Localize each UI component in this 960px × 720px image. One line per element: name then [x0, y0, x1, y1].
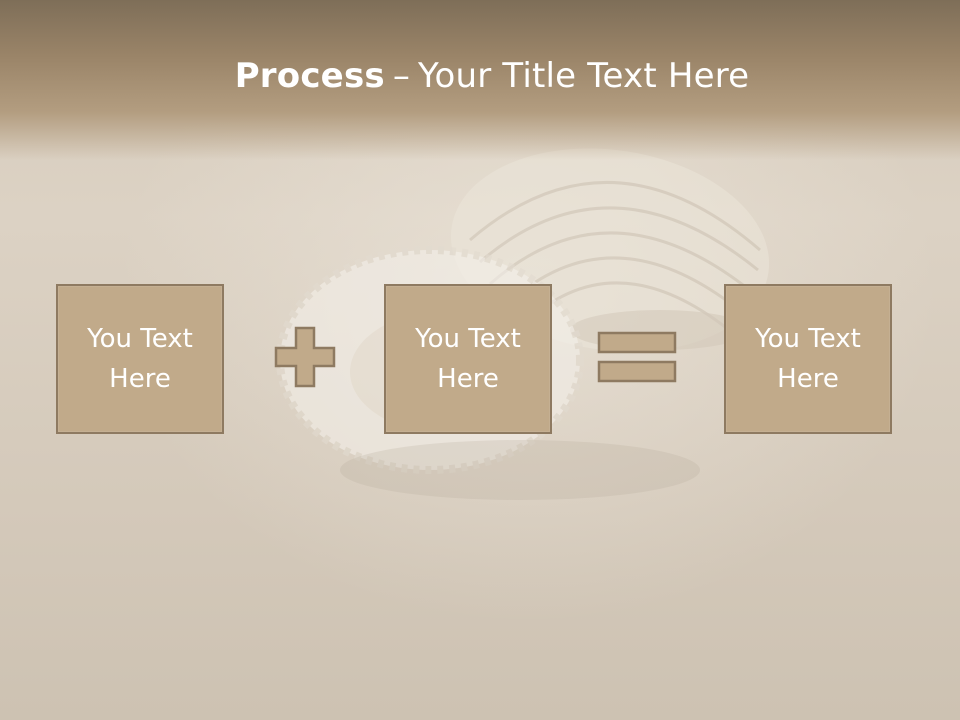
title-bold: Process — [234, 56, 385, 96]
title-bar — [0, 0, 960, 160]
slide-title: Process–Your Title Text Here — [0, 56, 960, 96]
text-box-3[interactable]: You Text Here — [724, 284, 892, 434]
text-box-1-label: You Text Here — [87, 324, 193, 394]
plus-icon — [274, 326, 336, 388]
text-box-3-label: You Text Here — [755, 324, 861, 394]
title-dash: – — [392, 56, 411, 96]
title-text: Your Title Text Here — [418, 56, 750, 96]
text-box-2[interactable]: You Text Here — [384, 284, 552, 434]
text-box-2-label: You Text Here — [415, 324, 521, 394]
text-box-1[interactable]: You Text Here — [56, 284, 224, 434]
equals-icon — [597, 331, 677, 383]
